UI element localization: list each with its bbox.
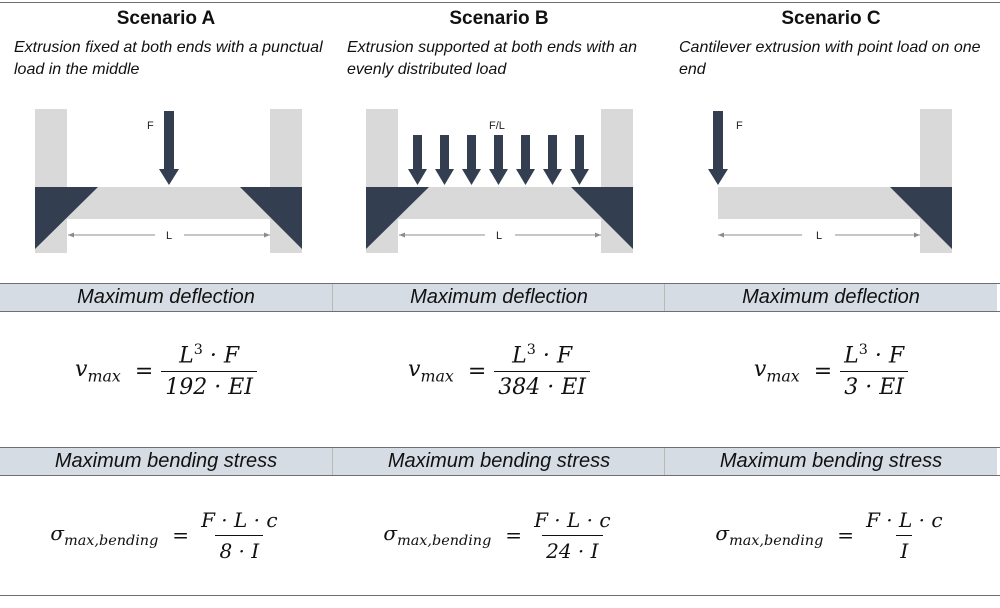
stress-header-label: Maximum bending stress [387,450,611,472]
column-separator [332,448,333,475]
load-arrow-shaft [413,135,422,169]
deflection-header-label: Maximum deflection [77,286,255,308]
formula-numerator: F · L · c [534,507,611,532]
load-arrow-head [543,169,562,185]
length-label: L [496,230,502,242]
formula-numerator: L3 · F [844,341,905,369]
formula-numerator: L3 · F [179,341,240,369]
force-arrow-head [159,169,179,185]
deflection-formula: vmax = L3 · F 3 · EI [665,336,997,406]
load-arrow-shaft [440,135,449,169]
load-arrow-head [489,169,508,185]
dimension-arrowhead [264,232,270,238]
scenario-description: Extrusion supported at both ends with an… [347,39,637,78]
right-end-wedge [571,187,633,249]
scenario-title: Scenario C [781,8,881,29]
scenario-column-a: Scenario A Extrusion fixed at both ends … [0,0,332,608]
load-arrow-shaft [467,135,476,169]
force-arrow-shaft [164,111,174,169]
deflection-header: Maximum deflection [665,284,997,311]
force-label: F [147,120,154,132]
dimension-arrowhead [914,232,920,238]
load-arrow-head [516,169,535,185]
load-arrow-head [462,169,481,185]
formula-numerator: F · L · c [201,507,278,532]
stress-header-label: Maximum bending stress [719,450,943,472]
deflection-header-label: Maximum deflection [410,286,588,308]
stress-header: Maximum bending stress [333,448,665,475]
beam-diagram-fixed-point-load: F L [35,109,302,253]
scenario-description: Cantilever extrusion with point load on … [679,39,981,78]
dimension-arrowhead [595,232,601,238]
table-row-border [0,447,1000,448]
column-separator [664,448,665,475]
deflection-formula: vmax = L3 · F 384 · EI [333,336,665,406]
formula-denominator: 192 · EI [161,371,257,400]
length-label: L [166,230,172,242]
stress-header: Maximum bending stress [665,448,997,475]
right-fixed-end-wedge [240,187,302,249]
formula-numerator: F · L · c [866,507,943,532]
force-label: F [736,120,743,132]
formula-denominator: 8 · I [215,534,264,563]
formula-numerator: L3 · F [512,341,573,369]
deflection-header: Maximum deflection [333,284,665,311]
formula-denominator: 3 · EI [840,371,908,400]
column-separator [332,284,333,311]
dimension-arrowhead [68,232,74,238]
dimension-arrowhead [718,232,724,238]
load-arrow-shaft [548,135,557,169]
stress-header-label: Maximum bending stress [54,450,278,472]
beam-diagram-cantilever: F L [708,109,952,253]
deflection-formula: vmax = L3 · F 192 · EI [0,336,332,406]
scenario-title: Scenario B [449,8,549,29]
length-label: L [816,230,822,242]
load-arrow-shaft [494,135,503,169]
scenario-title: Scenario A [116,8,216,29]
table-bottom-border [0,595,1000,596]
bending-stress-formula: σmax,bending = F · L · c 24 · I [333,500,665,570]
deflection-header: Maximum deflection [0,284,332,311]
force-arrow-head [708,169,728,185]
column-separator [664,284,665,311]
force-label: F/L [489,120,505,132]
table-top-border [0,2,1000,3]
beam-diagram-distributed-load: F/L L [366,109,633,253]
left-end-wedge [366,187,429,249]
formula-denominator: I [896,534,913,563]
fixed-end-wedge [890,187,952,249]
bending-stress-formula: σmax,bending = F · L · c I [665,500,997,570]
distributed-load-arrows [408,135,589,185]
scenario-description: Extrusion fixed at both ends with a punc… [14,39,323,78]
left-fixed-end-wedge [35,187,98,249]
dimension-arrowhead [399,232,405,238]
scenario-column-c: Scenario C Cantilever extrusion with poi… [665,0,997,608]
table-row-border [0,283,1000,284]
deflection-header-label: Maximum deflection [742,286,920,308]
formula-denominator: 24 · I [542,534,603,563]
load-arrow-shaft [575,135,584,169]
table-row-border [0,475,1000,476]
formula-denominator: 384 · EI [494,371,590,400]
scenario-column-b: Scenario B Extrusion supported at both e… [333,0,665,608]
load-arrow-shaft [521,135,530,169]
table-row-border [0,311,1000,312]
load-arrow-head [570,169,589,185]
force-arrow-shaft [713,111,723,169]
load-arrow-head [408,169,427,185]
load-arrow-head [435,169,454,185]
stress-header: Maximum bending stress [0,448,332,475]
bending-stress-formula: σmax,bending = F · L · c 8 · I [0,500,332,570]
